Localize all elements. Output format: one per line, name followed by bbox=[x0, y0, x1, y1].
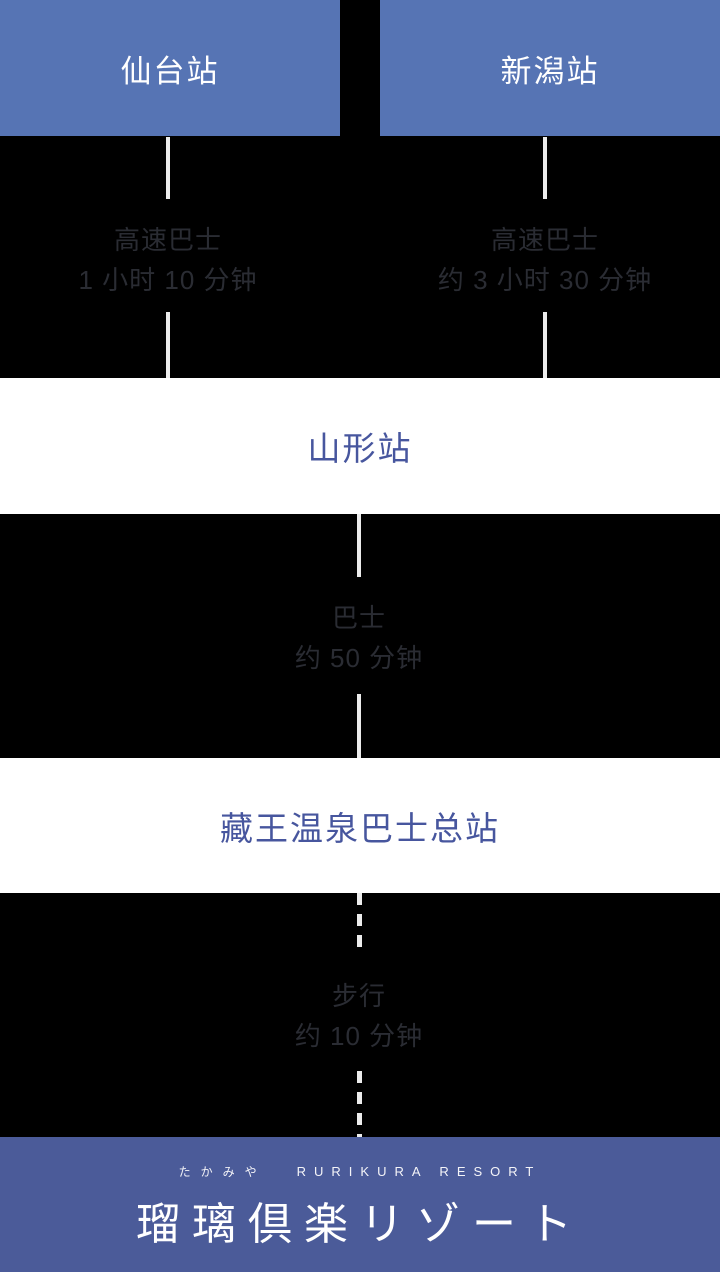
route-line-niigata-lower bbox=[543, 312, 547, 378]
route-line-sendai-upper bbox=[166, 137, 170, 199]
station-band-yamagata: 山形站 bbox=[0, 378, 720, 514]
station-label-zao-terminal: 藏王温泉巴士总站 bbox=[220, 809, 500, 847]
leg-duration: 约 3 小时 30 分钟 bbox=[437, 265, 653, 295]
leg-method: 高速巴士 bbox=[113, 225, 222, 255]
leg-label-walk: 步行 约 10 分钟 bbox=[189, 976, 529, 1056]
logo-main-text: 瑠璃倶楽リゾート bbox=[136, 1200, 584, 1249]
station-box-sendai: 仙台站 bbox=[0, 0, 340, 136]
leg-label-niigata-bus: 高速巴士 约 3 小时 30 分钟 bbox=[375, 220, 715, 300]
station-label-niigata: 新潟站 bbox=[500, 53, 600, 89]
logo-kana-text: たかみや bbox=[178, 1165, 267, 1179]
station-label-yamagata: 山形站 bbox=[307, 430, 413, 467]
station-box-niigata: 新潟站 bbox=[380, 0, 720, 136]
station-band-zao-terminal: 藏王温泉巴士总站 bbox=[0, 758, 720, 893]
route-line-walk-lower-dashed bbox=[357, 1071, 362, 1137]
leg-label-sendai-bus: 高速巴士 1 小时 10 分钟 bbox=[0, 220, 338, 300]
leg-label-local-bus: 巴士 约 50 分钟 bbox=[189, 598, 529, 678]
leg-duration: 约 50 分钟 bbox=[294, 643, 424, 673]
logo-english-text: RURIKURA RESORT bbox=[296, 1164, 542, 1179]
leg-method: 高速巴士 bbox=[490, 225, 599, 255]
station-label-sendai: 仙台站 bbox=[120, 53, 220, 89]
logo-subtitle: たかみや RURIKURA RESORT bbox=[179, 1163, 542, 1180]
route-line-walk-upper-dashed bbox=[357, 893, 362, 955]
route-line-sendai-lower bbox=[166, 312, 170, 378]
route-line-bus-upper bbox=[357, 514, 361, 577]
footer-logo-banner: たかみや RURIKURA RESORT 瑠璃倶楽リゾート bbox=[0, 1137, 720, 1272]
leg-method: 步行 bbox=[331, 981, 386, 1011]
route-line-bus-lower bbox=[357, 694, 361, 758]
leg-duration: 约 10 分钟 bbox=[294, 1021, 424, 1051]
leg-method: 巴士 bbox=[331, 603, 386, 633]
leg-duration: 1 小时 10 分钟 bbox=[78, 265, 258, 295]
route-line-niigata-upper bbox=[543, 137, 547, 199]
